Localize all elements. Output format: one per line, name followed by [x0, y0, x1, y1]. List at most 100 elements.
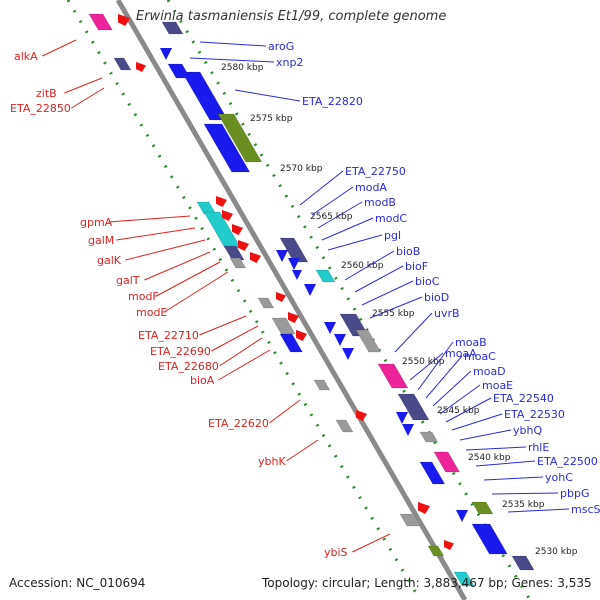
leader-bioC [361, 280, 414, 306]
gene-pbpG-glyph [471, 501, 494, 515]
gene-label-pgl[interactable]: pgl [384, 229, 401, 242]
gene-label-ETA_22530[interactable]: ETA_22530 [504, 408, 565, 421]
gene-label-moaA[interactable]: moaA [445, 347, 477, 360]
gene-blue-block [203, 123, 251, 173]
leader-xnp2 [189, 57, 275, 63]
gene-label-bioB[interactable]: bioB [396, 245, 420, 258]
leader-gpmA [108, 215, 191, 223]
gene-ETA_22710-glyph [257, 297, 275, 309]
gene-ETA_22540-glyph [419, 431, 439, 443]
gene-rhlE-glyph [433, 451, 460, 473]
gene-label-ETA_22500[interactable]: ETA_22500 [537, 455, 598, 468]
gene-label-yohC[interactable]: yohC [545, 471, 573, 484]
leader-yohC [483, 476, 544, 481]
leader-modC [321, 217, 374, 241]
gene-label-ETA_22750[interactable]: ETA_22750 [345, 165, 406, 178]
leader-zitB [64, 77, 103, 94]
gene-label-ETA_22620[interactable]: ETA_22620 [208, 417, 269, 430]
gene-label-bioF[interactable]: bioF [405, 260, 428, 273]
gene-moaC-glyph [396, 412, 408, 424]
leader-mscS [507, 508, 570, 513]
map-title: Erwinia tasmaniensis Et1/99, complete ge… [136, 9, 447, 24]
leader-ETA_22500 [475, 460, 536, 467]
gene-label-ETA_22850[interactable]: ETA_22850 [10, 102, 71, 115]
gene-label-modE[interactable]: modE [136, 306, 167, 319]
gene-label-pbpG[interactable]: pbpG [560, 487, 589, 500]
gene-label-mscS[interactable]: mscS [571, 503, 600, 516]
leader-bioF [354, 265, 404, 293]
gene-label-bioA[interactable]: bioA [190, 374, 215, 387]
ruler-line-2 [166, 0, 532, 600]
gene-label-moaD[interactable]: moaD [473, 365, 506, 378]
leader-ETA_22710 [199, 315, 247, 336]
leader-ETA_22820 [234, 89, 301, 102]
gene-galT-glyph [223, 245, 245, 261]
gene-label-ybhQ[interactable]: ybhQ [513, 424, 542, 437]
gene-label-xnp2[interactable]: xnp2 [276, 56, 303, 69]
gene-green-glyph [427, 545, 445, 557]
gene-arrow-glyph [250, 252, 261, 263]
gene-ETA_22620-glyph [313, 379, 331, 391]
gene-label-moaB[interactable]: moaB [455, 336, 487, 349]
leader-ETA_22540 [445, 397, 492, 423]
gene-label-ETA_22680[interactable]: ETA_22680 [158, 360, 219, 373]
scale-label: 2540 kbp [468, 453, 511, 463]
gene-label-aroG[interactable]: aroG [268, 40, 294, 53]
gene-label-galK[interactable]: galK [97, 254, 122, 267]
leader-ETA_22850 [71, 87, 105, 109]
gene-label-gpmA[interactable]: gpmA [80, 216, 113, 229]
gene-label-modF[interactable]: modF [128, 290, 159, 303]
gene-label-galM[interactable]: galM [88, 234, 114, 247]
ruler-line-1 [66, 0, 422, 600]
scale-label: 2570 kbp [280, 164, 323, 174]
gene-label-ETA_22820[interactable]: ETA_22820 [302, 95, 363, 108]
gene-green-block [217, 113, 263, 163]
scale-label: 2530 kbp [535, 547, 578, 557]
scale-label: 2575 kbp [250, 114, 293, 124]
scale-label: 2555 kbp [372, 309, 415, 319]
gene-ybhK-glyph [335, 419, 354, 433]
gene-label-modA[interactable]: modA [355, 181, 387, 194]
gene-label-galT[interactable]: galT [116, 274, 140, 287]
leader-moaC [425, 355, 463, 399]
gene-ETA_22690-glyph [271, 317, 296, 335]
gene-label-uvrB[interactable]: uvrB [434, 307, 460, 320]
leader-ETA_22620 [269, 399, 301, 424]
gene-label-modB[interactable]: modB [364, 196, 396, 209]
leader-moaA [409, 352, 444, 381]
gene-arrow-glyph [118, 14, 130, 26]
leader-aroG [199, 41, 267, 47]
gene-label-zitB[interactable]: zitB [36, 87, 57, 100]
gene-label-modC[interactable]: modC [375, 212, 407, 225]
gene-label-ETA_22710[interactable]: ETA_22710 [138, 329, 199, 342]
leader-uvrB [394, 312, 433, 353]
gene-label-ybhK[interactable]: ybhK [258, 455, 286, 468]
leader-pgl [327, 234, 383, 251]
gene-modA-glyph [276, 250, 288, 262]
gene-label-bioC[interactable]: bioC [415, 275, 440, 288]
gene-label-moaC[interactable]: moaC [464, 350, 496, 363]
gene-arrow-glyph [276, 292, 286, 302]
leader-bioB [344, 250, 395, 281]
leader-moaB [417, 341, 454, 391]
leader-bioA [218, 349, 271, 381]
gene-label-ETA_22690[interactable]: ETA_22690 [150, 345, 211, 358]
gene-arrow-glyph [136, 62, 146, 72]
leader-ETA_22530 [451, 413, 503, 431]
gene-features [88, 13, 535, 587]
leader-galK [125, 239, 206, 261]
gene-label-ybiS[interactable]: ybiS [324, 546, 348, 559]
gene-label-alkA[interactable]: alkA [14, 50, 38, 63]
gene-label-moaE[interactable]: moaE [482, 379, 513, 392]
leader-modE [164, 271, 229, 313]
gene-bioB-glyph [304, 284, 316, 296]
gene-label-bioD[interactable]: bioD [424, 291, 449, 304]
gene-label-ETA_22540[interactable]: ETA_22540 [493, 392, 554, 405]
gene-aroG-block [161, 21, 184, 35]
gene-label-rhlE[interactable]: rhlE [528, 441, 549, 454]
genome-summary-text: Topology: circular; Length: 3,883,467 bp… [262, 576, 592, 590]
gene-arrow-glyph [288, 312, 299, 323]
gene-arrow-glyph [216, 196, 227, 207]
leader-moaD [432, 370, 472, 407]
